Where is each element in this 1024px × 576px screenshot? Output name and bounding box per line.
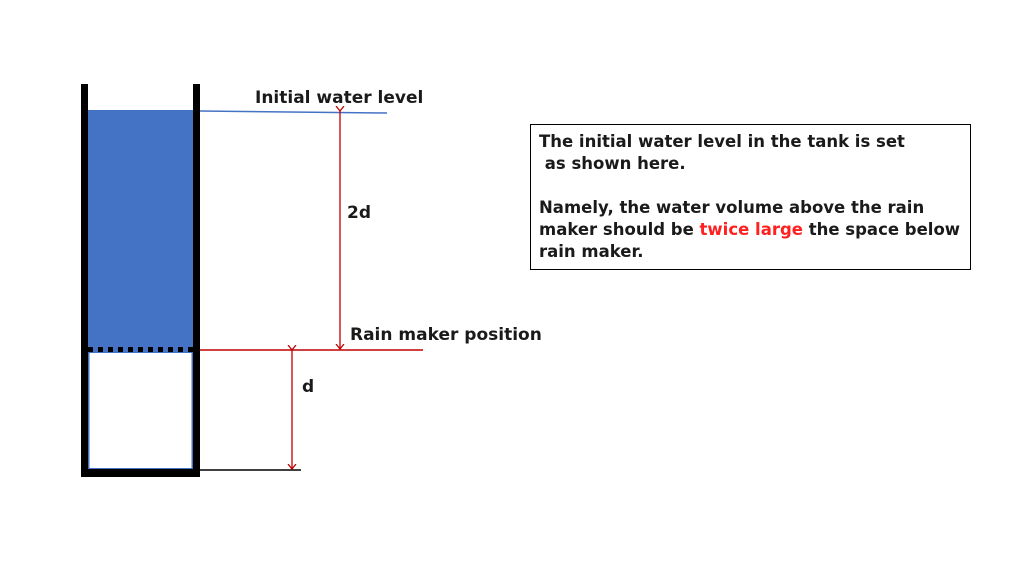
initial-water-level-line [199,110,388,114]
note-highlight-text: twice large [699,220,803,239]
water-fill [88,110,193,352]
tank-bottom [81,469,200,477]
lower-distance-label: d [302,377,315,397]
tank-right-wall [193,84,200,477]
initial-water-level-label: Initial water level [255,88,424,108]
empty-space-outline [87,351,194,470]
upper-distance-label: 2d [347,203,371,223]
note-text-after-highlight: the space below rain maker. [539,220,961,261]
note-paragraph-2: Namely, the water volume above the rain … [539,197,962,263]
note-line-1: The initial water level in the tank is s… [539,132,905,151]
tank-left-wall [81,84,88,477]
note-box: The initial water level in the tank is s… [530,124,971,270]
note-text-before-highlight: Namely, the water volume above the rain … [539,198,925,239]
rain-maker-position-label: Rain maker position [350,325,542,345]
note-line-2: as shown here. [539,154,686,173]
